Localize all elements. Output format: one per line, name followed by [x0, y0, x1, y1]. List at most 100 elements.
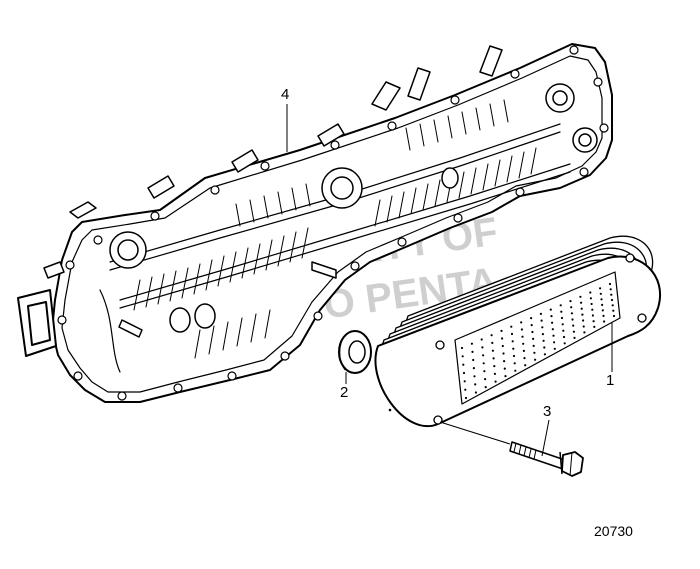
cooler-dimple	[589, 291, 592, 294]
callout-cover: 4	[281, 86, 290, 103]
cooler-dimple	[474, 383, 477, 386]
cooler-dimple	[608, 282, 612, 286]
cooler-dimple	[572, 330, 576, 333]
cooler-dimple	[461, 355, 464, 358]
cooler-dimple	[543, 346, 546, 349]
cooler-dimple	[504, 375, 507, 378]
cooler-dimple	[599, 292, 602, 295]
cooler-dimple	[493, 365, 496, 368]
cooler-dimple	[552, 334, 555, 337]
cooler-dimple	[521, 335, 524, 338]
cooler-dimple	[580, 307, 583, 310]
callout-bolt: 3	[543, 403, 552, 420]
cooler-dimple	[579, 295, 582, 298]
oil-cooler	[374, 235, 661, 428]
callout-seal: 2	[340, 384, 349, 401]
cooler-dimple	[540, 319, 543, 322]
cooler-dimple	[549, 308, 552, 311]
cooler-dimple	[462, 371, 466, 375]
callout-cooler: 1	[606, 372, 615, 389]
cooler-dimple	[591, 314, 595, 317]
cooler-dimple	[550, 315, 553, 318]
cooler-dimple	[541, 333, 545, 336]
cooler-dimple	[532, 337, 535, 340]
cooler-dimple	[593, 325, 596, 328]
cooler-dimple	[483, 370, 486, 373]
cooler-dimple	[510, 332, 514, 336]
cooler-dimple	[553, 341, 556, 344]
cooler-dimple	[534, 358, 537, 361]
cooler-dimple	[583, 331, 586, 334]
cooler-dimple	[471, 350, 474, 353]
cooler-dimple	[570, 306, 573, 309]
cooler-dimple	[494, 380, 497, 383]
cooler-dimple	[522, 342, 525, 345]
cooler-dimple	[473, 375, 476, 378]
cooler-dimple	[611, 304, 614, 307]
drawing-number: 20730	[594, 523, 633, 539]
cooler-dimple	[610, 298, 614, 302]
cooler-dimple	[561, 323, 564, 326]
cooler-dimple	[513, 362, 516, 365]
cooler-dimple	[522, 349, 526, 352]
cooler-dimple	[591, 308, 594, 311]
seal-ring	[338, 330, 372, 374]
cooler-dimple	[612, 314, 616, 318]
cooler-dimple	[573, 336, 576, 339]
cooler-dimple	[560, 316, 564, 320]
cooler-dimple	[562, 335, 566, 339]
cooler-dimple	[551, 321, 554, 324]
cooler-dimple	[563, 342, 566, 345]
cooler-dimple	[559, 304, 562, 307]
cooler-dimple	[510, 325, 513, 328]
cooler-dimple	[580, 301, 583, 304]
cooler-dimple	[530, 317, 533, 320]
cooler-dimple	[464, 388, 467, 391]
cooler-dimple	[582, 319, 585, 322]
cooler-dimple	[480, 338, 483, 341]
bolt	[509, 441, 584, 477]
cooler-dimple	[481, 346, 484, 349]
cooler-dimple	[482, 354, 485, 357]
cooler-dimple	[460, 346, 464, 350]
leader-bolt	[541, 419, 550, 457]
cooler-dimple	[474, 391, 477, 394]
cooler-dimple	[539, 312, 543, 315]
cooler-dimple	[511, 340, 514, 343]
cooler-dimple	[501, 337, 504, 340]
cooler-dimple	[581, 313, 584, 316]
cooler-dimple	[514, 369, 517, 372]
leader-lines	[286, 104, 613, 457]
assembly-lines	[388, 408, 511, 445]
cooler-dimple	[541, 326, 544, 329]
cooler-dimple	[592, 320, 595, 323]
cooler-cover	[17, 43, 613, 403]
cooler-dimple	[482, 362, 485, 365]
cooler-dimple	[463, 380, 466, 383]
cooler-dimple	[553, 347, 556, 350]
cooler-dimple	[524, 364, 527, 367]
cooler-dimple	[600, 298, 603, 301]
cooler-dimple	[589, 297, 593, 300]
cooler-dimple	[532, 344, 535, 347]
cooler-dimple	[601, 309, 604, 312]
cooler-dimple	[462, 363, 465, 366]
cooler-dimple	[551, 328, 554, 331]
cooler-dimple	[512, 347, 515, 350]
cooler-dimple	[470, 342, 473, 345]
cooler-dimple	[501, 344, 504, 348]
cooler-dimple	[491, 349, 494, 352]
cooler-dimple	[503, 360, 506, 363]
cooler-dimple	[503, 367, 506, 370]
cooler-dimple	[512, 354, 516, 358]
cooler-dimple	[464, 396, 468, 400]
cooler-dimple	[599, 287, 602, 290]
cooler-dimple	[520, 321, 523, 324]
cooler-dimple	[490, 334, 493, 337]
cooler-dimple	[502, 352, 505, 355]
cooler-dimple	[582, 325, 585, 328]
cooler-dimple-grid	[460, 282, 616, 400]
cooler-dimple	[472, 358, 475, 362]
cooler-dimple	[560, 310, 563, 313]
